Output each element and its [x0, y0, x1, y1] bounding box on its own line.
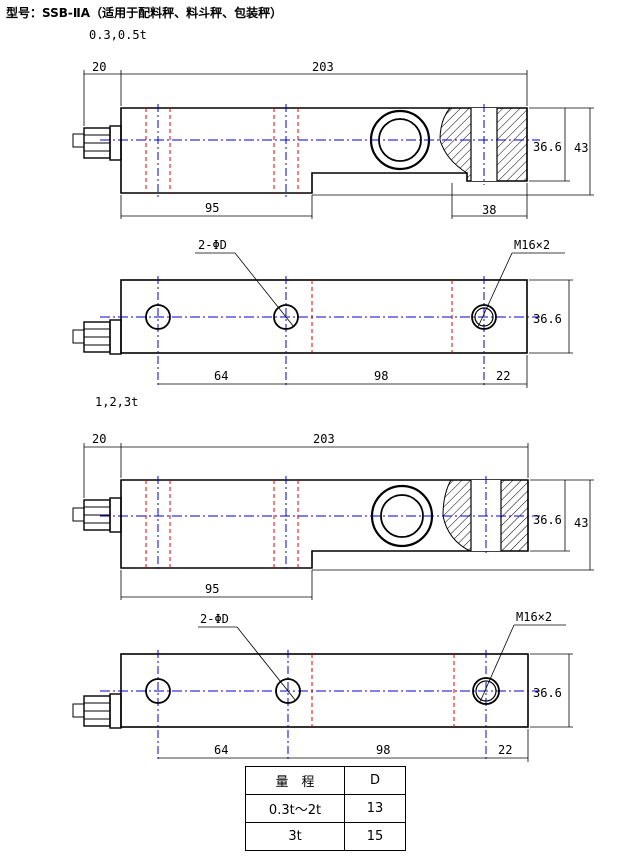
table-cell: 13 — [344, 794, 406, 823]
section-label-large: 1,2,3t — [95, 395, 139, 409]
dim-top-bottom-1: 64 — [214, 369, 228, 383]
side-view-2: 20 203 36.6 43 95 — [72, 432, 594, 600]
spec-table: 量 程 D 0.3t～2t 13 3t 15 — [245, 766, 406, 851]
table-cell: 15 — [344, 822, 406, 851]
section-label-small: 0.3,0.5t — [89, 28, 147, 42]
dim-side-bottom-left: 95 — [205, 201, 219, 215]
dim-top-height: 36.6 — [533, 312, 562, 326]
table-header-d: D — [344, 766, 406, 795]
dim-side2-height: 36.6 — [533, 513, 562, 527]
dim-top-bottom-2: 98 — [374, 369, 388, 383]
top-view-1: 36.6 2-ΦD M16×2 64 98 22 — [72, 238, 573, 388]
dim-top2-bottom-2: 98 — [376, 743, 390, 757]
model-title: 型号：SSB-ⅡA（适用于配料秤、料斗秤、包装秤） — [6, 6, 283, 20]
table-row: 0.3t～2t 13 — [245, 794, 406, 823]
table-cell: 3t — [245, 822, 345, 851]
dim-side-left: 20 — [92, 60, 106, 74]
top-view-2: 36.6 2-ΦD M16×2 64 98 22 — [72, 610, 573, 762]
side-view-1: 20 203 36.6 43 95 38 — [72, 60, 594, 219]
table-row: 量 程 D — [245, 766, 406, 795]
table-cell: 0.3t～2t — [245, 794, 345, 823]
dim-top2-bottom-1: 64 — [214, 743, 228, 757]
dim-side-bottom-right: 38 — [482, 203, 496, 217]
label-holes-2: 2-ΦD — [200, 612, 229, 626]
dim-side2-total: 203 — [313, 432, 335, 446]
table-row: 3t 15 — [245, 822, 406, 851]
label-thread-2: M16×2 — [516, 610, 552, 624]
dim-top2-height: 36.6 — [533, 686, 562, 700]
dim-top-bottom-3: 22 — [496, 369, 510, 383]
label-thread: M16×2 — [514, 238, 550, 252]
dim-side2-bottom-left: 95 — [205, 582, 219, 596]
dim-top2-bottom-3: 22 — [498, 743, 512, 757]
dim-side-height: 36.6 — [533, 140, 562, 154]
dim-side2-total-height: 43 — [574, 516, 588, 530]
table-header-range: 量 程 — [245, 766, 345, 795]
label-holes: 2-ΦD — [198, 238, 227, 252]
dim-side-total-height: 43 — [574, 141, 588, 155]
dim-side2-left: 20 — [92, 432, 106, 446]
dim-side-total: 203 — [312, 60, 334, 74]
